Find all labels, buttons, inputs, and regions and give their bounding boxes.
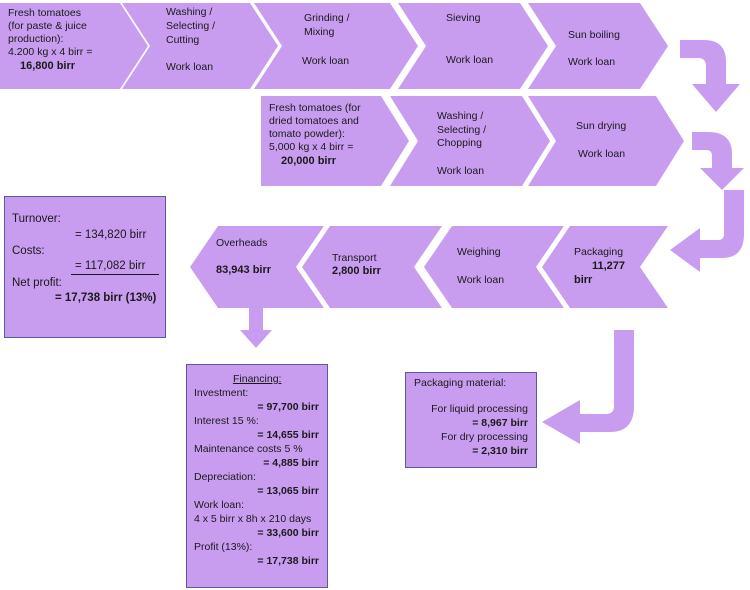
financing-box: Financing: Investment: = 97,700 birr Int… [186,364,328,588]
label-line: Transport [332,252,377,264]
packaging-material-title: Packaging material: [414,377,507,389]
label-line: Packaging [574,246,624,258]
cost-value: 11,277 [592,260,626,272]
financing-label: Depreciation: [194,471,256,483]
financing-label: Profit (13%): [194,541,253,553]
work-loan-label: Work loan [457,274,505,286]
work-loan-label: Work loan [166,61,214,73]
step-washing-chopping: Washing / Selecting / Chopping Work loan [390,96,550,186]
label-line: Grinding / [304,12,350,24]
cost-value: 83,943 birr [216,264,272,276]
step-fresh-tomatoes-dried: Fresh tomatoes (for dried tomatoes and t… [261,96,409,186]
arrow-down [240,306,272,348]
label-line: Sun boiling [568,29,620,41]
label-line: 4.200 kg x 4 birr = [8,46,93,58]
cost-value: 20,000 birr [281,155,337,167]
label-line: 5,000 kg x 4 birr = [269,141,354,153]
net-profit-label: Net profit: [12,277,62,289]
label-line: (for paste & juice [8,20,87,32]
financing-label: Work loan: [194,499,244,511]
financing-sublabel: 4 x 5 birr x 8h x 210 days [194,513,312,525]
label-line: Fresh tomatoes [8,7,81,19]
cost-value: 2,800 birr [332,265,381,277]
curved-arrow-left [542,330,634,444]
costs-label: Costs: [12,245,45,257]
label-line: Chopping [437,137,482,149]
turnover-label: Turnover: [12,213,61,225]
financing-value: = 14,655 birr [257,429,319,441]
cost-value-unit: birr [574,274,593,286]
step-packaging: Packaging 11,277 birr [542,226,668,308]
work-loan-label: Work loan [578,148,626,160]
curved-arrow-down [680,40,740,112]
liquid-label: For liquid processing [431,403,528,415]
label-line: Fresh tomatoes (for [269,102,361,114]
turnover-value: = 134,820 birr [75,229,147,241]
financing-title: Financing: [233,373,282,385]
dry-value: = 2,310 birr [472,445,528,457]
label-line: tomato powder): [269,128,345,140]
packaging-material-box: Packaging material: For liquid processin… [405,372,537,468]
financing-value: = 13,065 birr [257,485,319,497]
label-line: Sieving [446,12,481,24]
step-weighing: Weighing Work loan [424,226,564,308]
dry-label: For dry processing [441,431,528,443]
costs-value: = 117,082 birr [75,260,146,272]
financing-label: Investment: [194,387,249,399]
liquid-value: = 8,967 birr [472,417,528,429]
label-line: production): [8,33,64,45]
label-line: Washing / [166,6,213,18]
cost-value: 16,800 birr [20,60,76,72]
label-line: Cutting [166,34,200,46]
step-sieving: Sieving Work loan [398,3,548,89]
work-loan-label: Work loan [568,56,616,68]
work-loan-label: Work loan [446,54,494,66]
step-transport: Transport 2,800 birr [302,226,442,308]
curved-arrow-down [692,132,744,190]
work-loan-label: Work loan [437,165,485,177]
label-line: Washing / [437,110,484,122]
label-line: Selecting / [437,124,487,136]
sum-divider [71,274,159,275]
step-grinding-mixing: Grinding / Mixing Work loan [254,3,418,89]
financing-label: Interest 15 %: [194,415,259,427]
step-sun-boiling: Sun boiling Work loan [528,3,668,89]
financing-value: = 33,600 birr [257,527,319,539]
label-line: Selecting / [166,20,216,32]
financing-value: = 4,885 birr [263,457,319,469]
financing-value: = 17,738 birr [257,555,319,567]
label-line: Sun drying [576,120,627,132]
financing-value: = 97,700 birr [257,401,319,413]
label-line: dried tomatoes and [269,115,359,127]
financing-label: Maintenance costs 5 % [194,443,303,455]
curved-arrow-left [670,190,744,272]
step-fresh-tomatoes-paste: Fresh tomatoes (for paste & juice produc… [0,3,148,89]
step-sun-drying: Sun drying Work loan [528,96,684,186]
label-line: Overheads [216,237,268,249]
label-line: Mixing [304,26,335,38]
work-loan-label: Work loan [302,55,350,67]
net-profit-value: = 17,738 birr (13%) [55,292,157,304]
profit-summary-box: Turnover: = 134,820 birr Costs: = 117,08… [4,196,166,338]
label-line: Weighing [457,246,501,258]
